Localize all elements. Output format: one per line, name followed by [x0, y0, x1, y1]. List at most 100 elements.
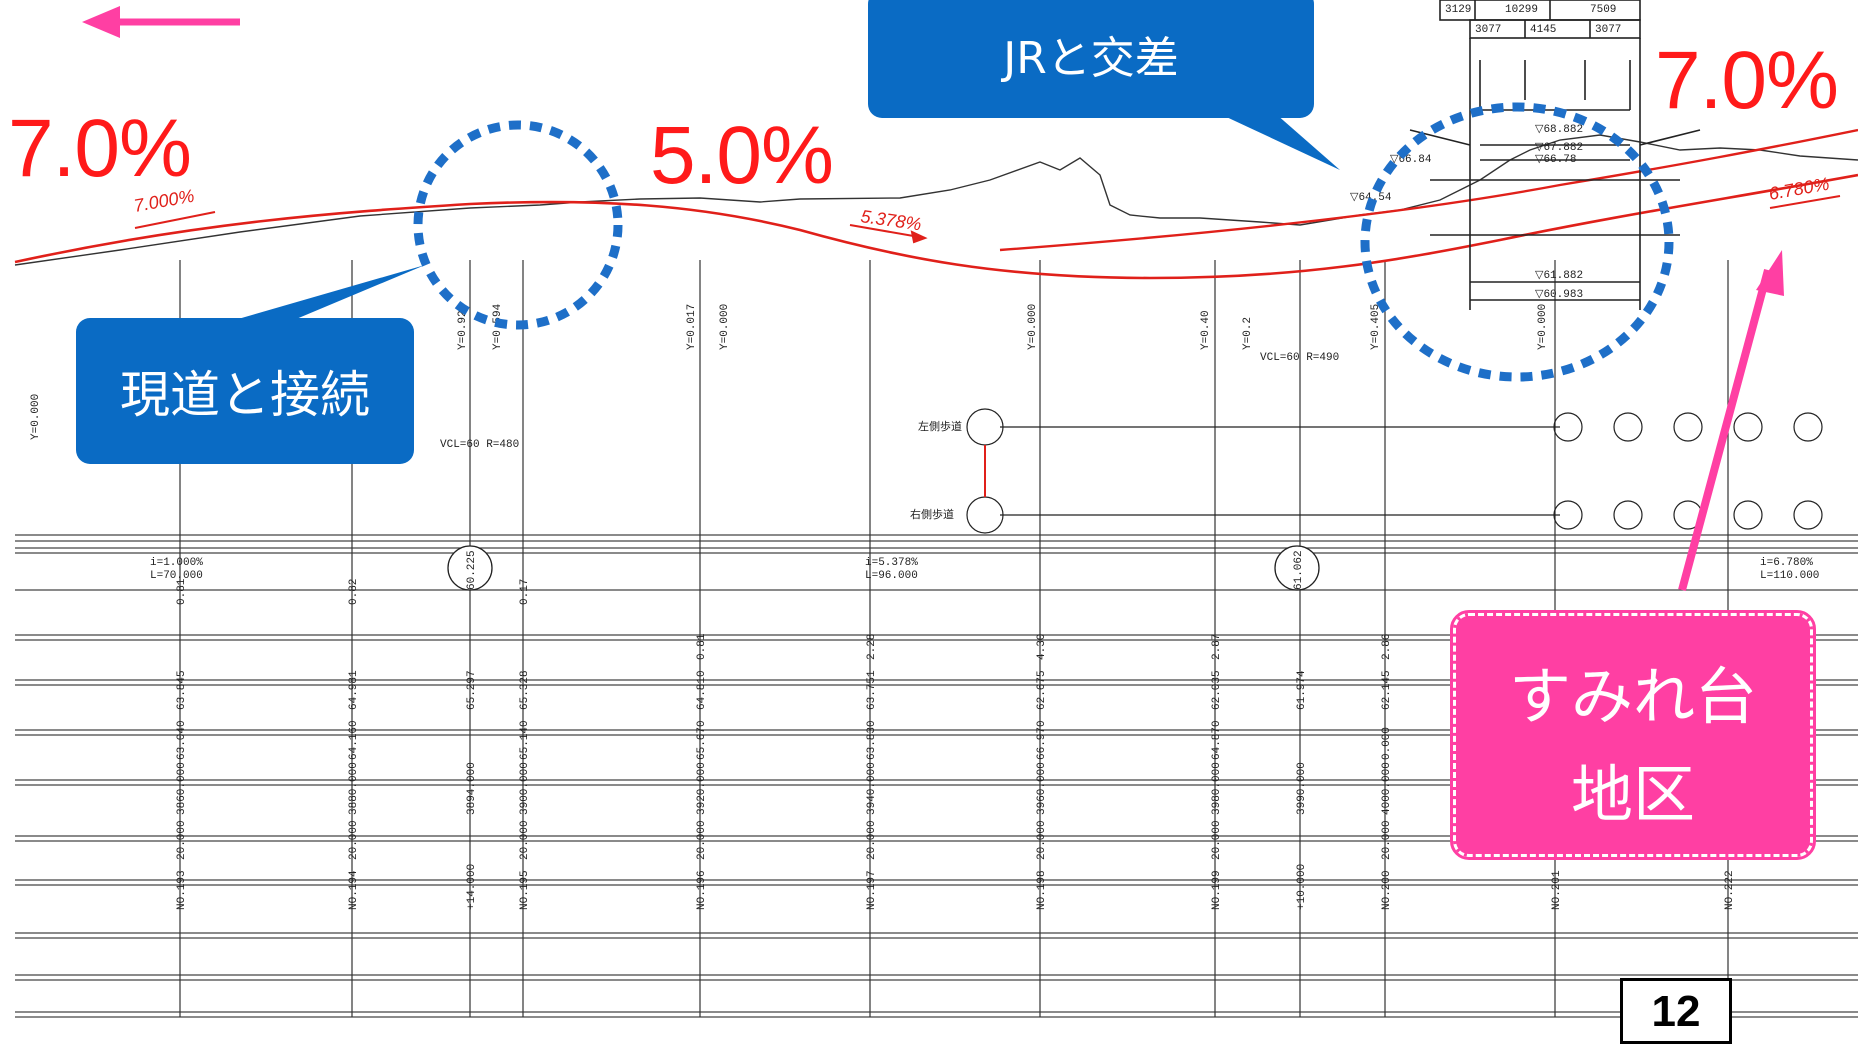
circle-elev: 60.225: [466, 550, 478, 590]
callout-jr: JRと交差: [868, 0, 1314, 118]
table-cell: 62.035: [1211, 670, 1223, 710]
slope-row: i=1.000% L=70.000 i=5.378% L=96.000 i=6.…: [150, 557, 1819, 582]
table-cell: NO.199: [1211, 870, 1223, 910]
table-cell: 61.974: [1296, 670, 1308, 710]
table-cell: 20.000: [1211, 820, 1223, 860]
jr-crossing-structure: [1409, 0, 1701, 310]
table-cell: 3980.000: [1211, 762, 1223, 815]
page-number: 12: [1651, 987, 1701, 1036]
table-cell: 0.82: [348, 579, 360, 605]
span-dim: 3129: [1445, 4, 1471, 16]
table-cell: 20.000: [1036, 820, 1048, 860]
callout-existing-road: 現道と接続: [76, 318, 414, 464]
grade-arrows: [134, 195, 1841, 244]
profile-text: Y=0.928: [457, 304, 469, 350]
grade-label-mid: 5.378%: [859, 206, 922, 234]
table-cell: 20.000: [519, 820, 531, 860]
table-cell: 63.845: [176, 670, 188, 710]
callout-existing-road-text: 現道と接続: [120, 366, 370, 424]
table-cell: 65.297: [466, 670, 478, 710]
table-cell: NO.195: [519, 870, 531, 910]
connection-dashed-circle: [413, 120, 623, 330]
table-cell: 64.981: [348, 670, 360, 710]
span-dim: 7509: [1590, 4, 1616, 16]
table-cell: NO.222: [1724, 870, 1736, 910]
design-profile-line-2: [999, 128, 1858, 252]
page-number-box: 12: [1620, 978, 1732, 1044]
sidewalk-label: 右側歩道: [910, 507, 954, 522]
table-cell: 65.670: [696, 720, 708, 760]
grade-right: 7.0%: [1655, 35, 1839, 126]
table-cell: 3860.000: [176, 762, 188, 815]
grade-middle: 5.0%: [650, 110, 834, 201]
callout-district: すみれ台 地区: [1450, 610, 1816, 860]
table-cell: 64.870: [1211, 720, 1223, 760]
level-mark: ▽60.983: [1535, 289, 1583, 301]
slope-len: L=70.000: [150, 570, 203, 582]
table-cell: 3990.000: [1296, 762, 1308, 815]
table-cell: 20.000: [1381, 820, 1393, 860]
table-cell: 3960.000: [1036, 762, 1048, 815]
curve-label: VCL=60 R=480: [440, 439, 519, 451]
table-cell: 4000.000: [1381, 762, 1393, 815]
slope-len: L=96.000: [865, 570, 918, 582]
span-dim: 4145: [1530, 24, 1556, 36]
slope-len: L=110.000: [1760, 570, 1819, 582]
table-cell: 65.140: [519, 720, 531, 760]
sidewalk-guides: [966, 408, 1823, 534]
level-mark: ▽67.882: [1535, 142, 1583, 154]
profile-text: Y=0.40: [1200, 310, 1212, 350]
table-cell: 0.81: [176, 578, 188, 605]
table-cell: 4.30: [1036, 634, 1048, 660]
table-cell: 20.000: [866, 820, 878, 860]
table-cell: 66.970: [1036, 720, 1048, 760]
profile-text: Y=0.000: [1027, 304, 1039, 350]
table-cell: NO.201: [1551, 870, 1563, 910]
span-dim: 3077: [1475, 24, 1501, 36]
table-cell: +10.000: [1296, 864, 1308, 910]
table-cell: 3894.000: [466, 762, 478, 815]
top-left-arrow-head: [82, 6, 120, 38]
level-mark: ▽61.882: [1535, 270, 1583, 282]
district-arrow: [1678, 268, 1772, 592]
table-cell: 3880.000: [348, 762, 360, 815]
table-cell: 3940.000: [866, 762, 878, 815]
table-cell: 20.000: [348, 820, 360, 860]
table-cell: 20.000: [696, 820, 708, 860]
curve-label: VCL=60 R=490: [1260, 352, 1339, 364]
table-cell: 3900.000: [519, 762, 531, 815]
table-cell: NO.200: [1381, 870, 1393, 910]
table-cell: NO.197: [866, 870, 878, 910]
profile-text: Y=0.017: [686, 304, 698, 350]
callout-jr-text: JRと交差: [1003, 33, 1179, 84]
level-mark: ▽66.78: [1535, 154, 1576, 166]
span-dim: 10299: [1505, 4, 1538, 16]
table-cell: 2.87: [1211, 634, 1223, 660]
table-cell: 62.675: [1036, 670, 1048, 710]
design-profile-line: [14, 173, 1858, 280]
profile-text: Y=0.000: [30, 394, 42, 440]
table-cell: NO.196: [696, 870, 708, 910]
slope-text: i=1.000%: [150, 557, 203, 569]
level-mark: ▽66.84: [1390, 154, 1432, 166]
table-cell: NO.198: [1036, 870, 1048, 910]
slope-text: i=5.378%: [865, 557, 918, 569]
elevation-circles: [447, 545, 1320, 591]
profile-text: Y=0.405: [1370, 304, 1382, 350]
grade-left: 7.0%: [8, 103, 192, 194]
sidewalk-label: 左側歩道: [918, 419, 962, 434]
table-cell: 62.145: [1381, 670, 1393, 710]
profile-text: Y=0.2: [1242, 317, 1254, 350]
table-cell: 63.830: [866, 720, 878, 760]
district-arrow-head: [1756, 250, 1784, 296]
table-cell: 20.000: [176, 820, 188, 860]
callout-district-line1: すみれ台: [1508, 660, 1757, 733]
table-cell: +14.000: [466, 864, 478, 910]
jr-dashed-circle: [1360, 102, 1674, 382]
table-cell: NO.194: [348, 870, 360, 910]
table-cell: 2.28: [866, 634, 878, 660]
table-cell: 63.040: [176, 720, 188, 760]
table-cell: 0.000: [1381, 727, 1393, 760]
level-mark: ▽68.882: [1535, 124, 1583, 136]
